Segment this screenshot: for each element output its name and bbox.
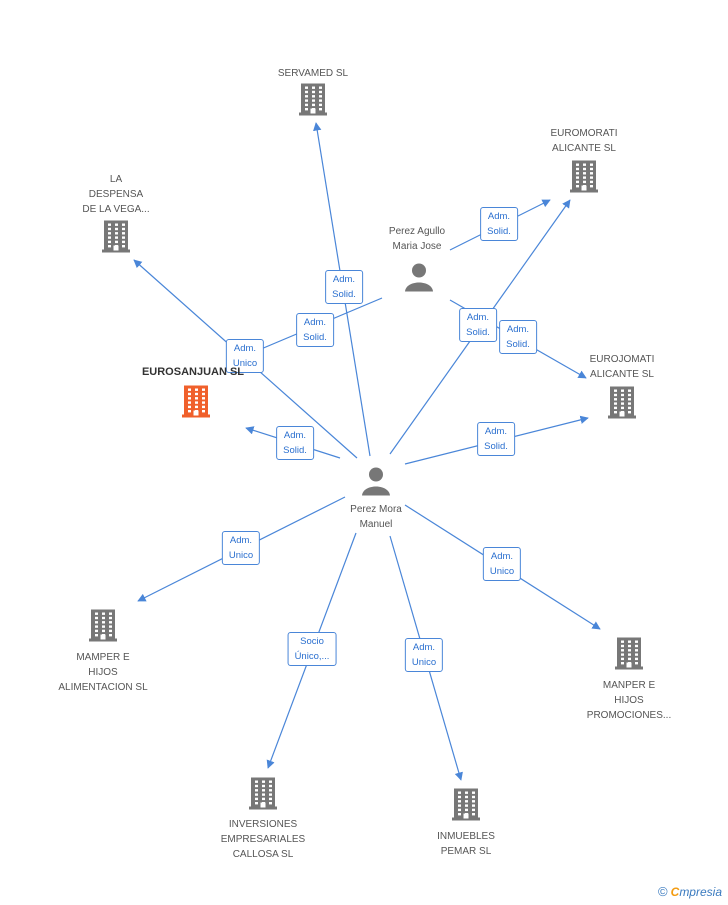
edge-label-mora-mamperhijos[interactable]: Adm. Unico <box>221 531 261 565</box>
building-icon[interactable] <box>247 776 279 815</box>
company-label-servamed[interactable]: SERVAMED SL <box>277 68 349 79</box>
edge-label-mora-eurojomati[interactable]: Adm. Solid. <box>477 422 515 456</box>
edge-label-mora-eurosanjuan[interactable]: Adm. Solid. <box>276 426 314 460</box>
building-icon[interactable] <box>87 608 119 647</box>
edge-label-mora-servamed[interactable]: Adm. Solid. <box>325 270 363 304</box>
edge-label-agullo-euromorati[interactable]: Adm. Solid. <box>480 207 518 241</box>
building-icon[interactable] <box>180 384 212 423</box>
building-icon[interactable] <box>450 787 482 826</box>
company-label-euromorati[interactable]: EUROMORATI ALICANTE SL <box>550 128 618 154</box>
person-icon[interactable] <box>361 466 391 501</box>
company-label-inmuebles[interactable]: INMUEBLES PEMAR SL <box>437 831 495 857</box>
copyright-symbol: © <box>658 884 668 899</box>
person-label-mora[interactable]: Perez Mora Manuel <box>350 504 402 530</box>
company-label-inversiones[interactable]: INVERSIONES EMPRESARIALES CALLOSA SL <box>220 819 306 860</box>
edge-label-mora-inmuebles[interactable]: Adm. Unico <box>404 638 444 672</box>
company-label-eurojomati[interactable]: EUROJOMATI ALICANTE SL <box>589 354 655 380</box>
company-label-eurosanjuan[interactable]: EUROSANJUAN SL <box>141 366 245 378</box>
edge-label-mora-manperpromo[interactable]: Adm. Unico <box>482 547 522 581</box>
edge-label-agullo-eurojomati[interactable]: Adm. Solid. <box>499 320 537 354</box>
building-icon[interactable] <box>606 385 638 424</box>
person-label-agullo[interactable]: Perez Agullo Maria Jose <box>388 226 446 252</box>
empresia-footer[interactable]: ©Cmpresia <box>658 884 722 899</box>
brand-name: mpresia <box>679 885 722 899</box>
edge-label-mora-inversiones[interactable]: Socio Único,... <box>287 632 337 666</box>
company-label-manperpromo[interactable]: MANPER E HIJOS PROMOCIONES... <box>586 680 672 721</box>
company-label-ladespensa[interactable]: LA DESPENSA DE LA VEGA... <box>82 174 150 215</box>
company-label-mamperhijos[interactable]: MAMPER E HIJOS ALIMENTACION SL <box>58 652 148 693</box>
edge-label-mora-euromorati[interactable]: Adm. Solid. <box>459 308 497 342</box>
building-icon[interactable] <box>568 159 600 198</box>
building-icon[interactable] <box>297 82 329 121</box>
building-icon[interactable] <box>100 219 132 258</box>
person-icon[interactable] <box>404 262 434 297</box>
edge-label-mora-ladespensa[interactable]: Adm. Unico <box>225 339 265 373</box>
building-icon[interactable] <box>613 636 645 675</box>
brand-initial: C <box>670 885 680 899</box>
edge-label-agullo-eurosanjuan[interactable]: Adm. Solid. <box>296 313 334 347</box>
